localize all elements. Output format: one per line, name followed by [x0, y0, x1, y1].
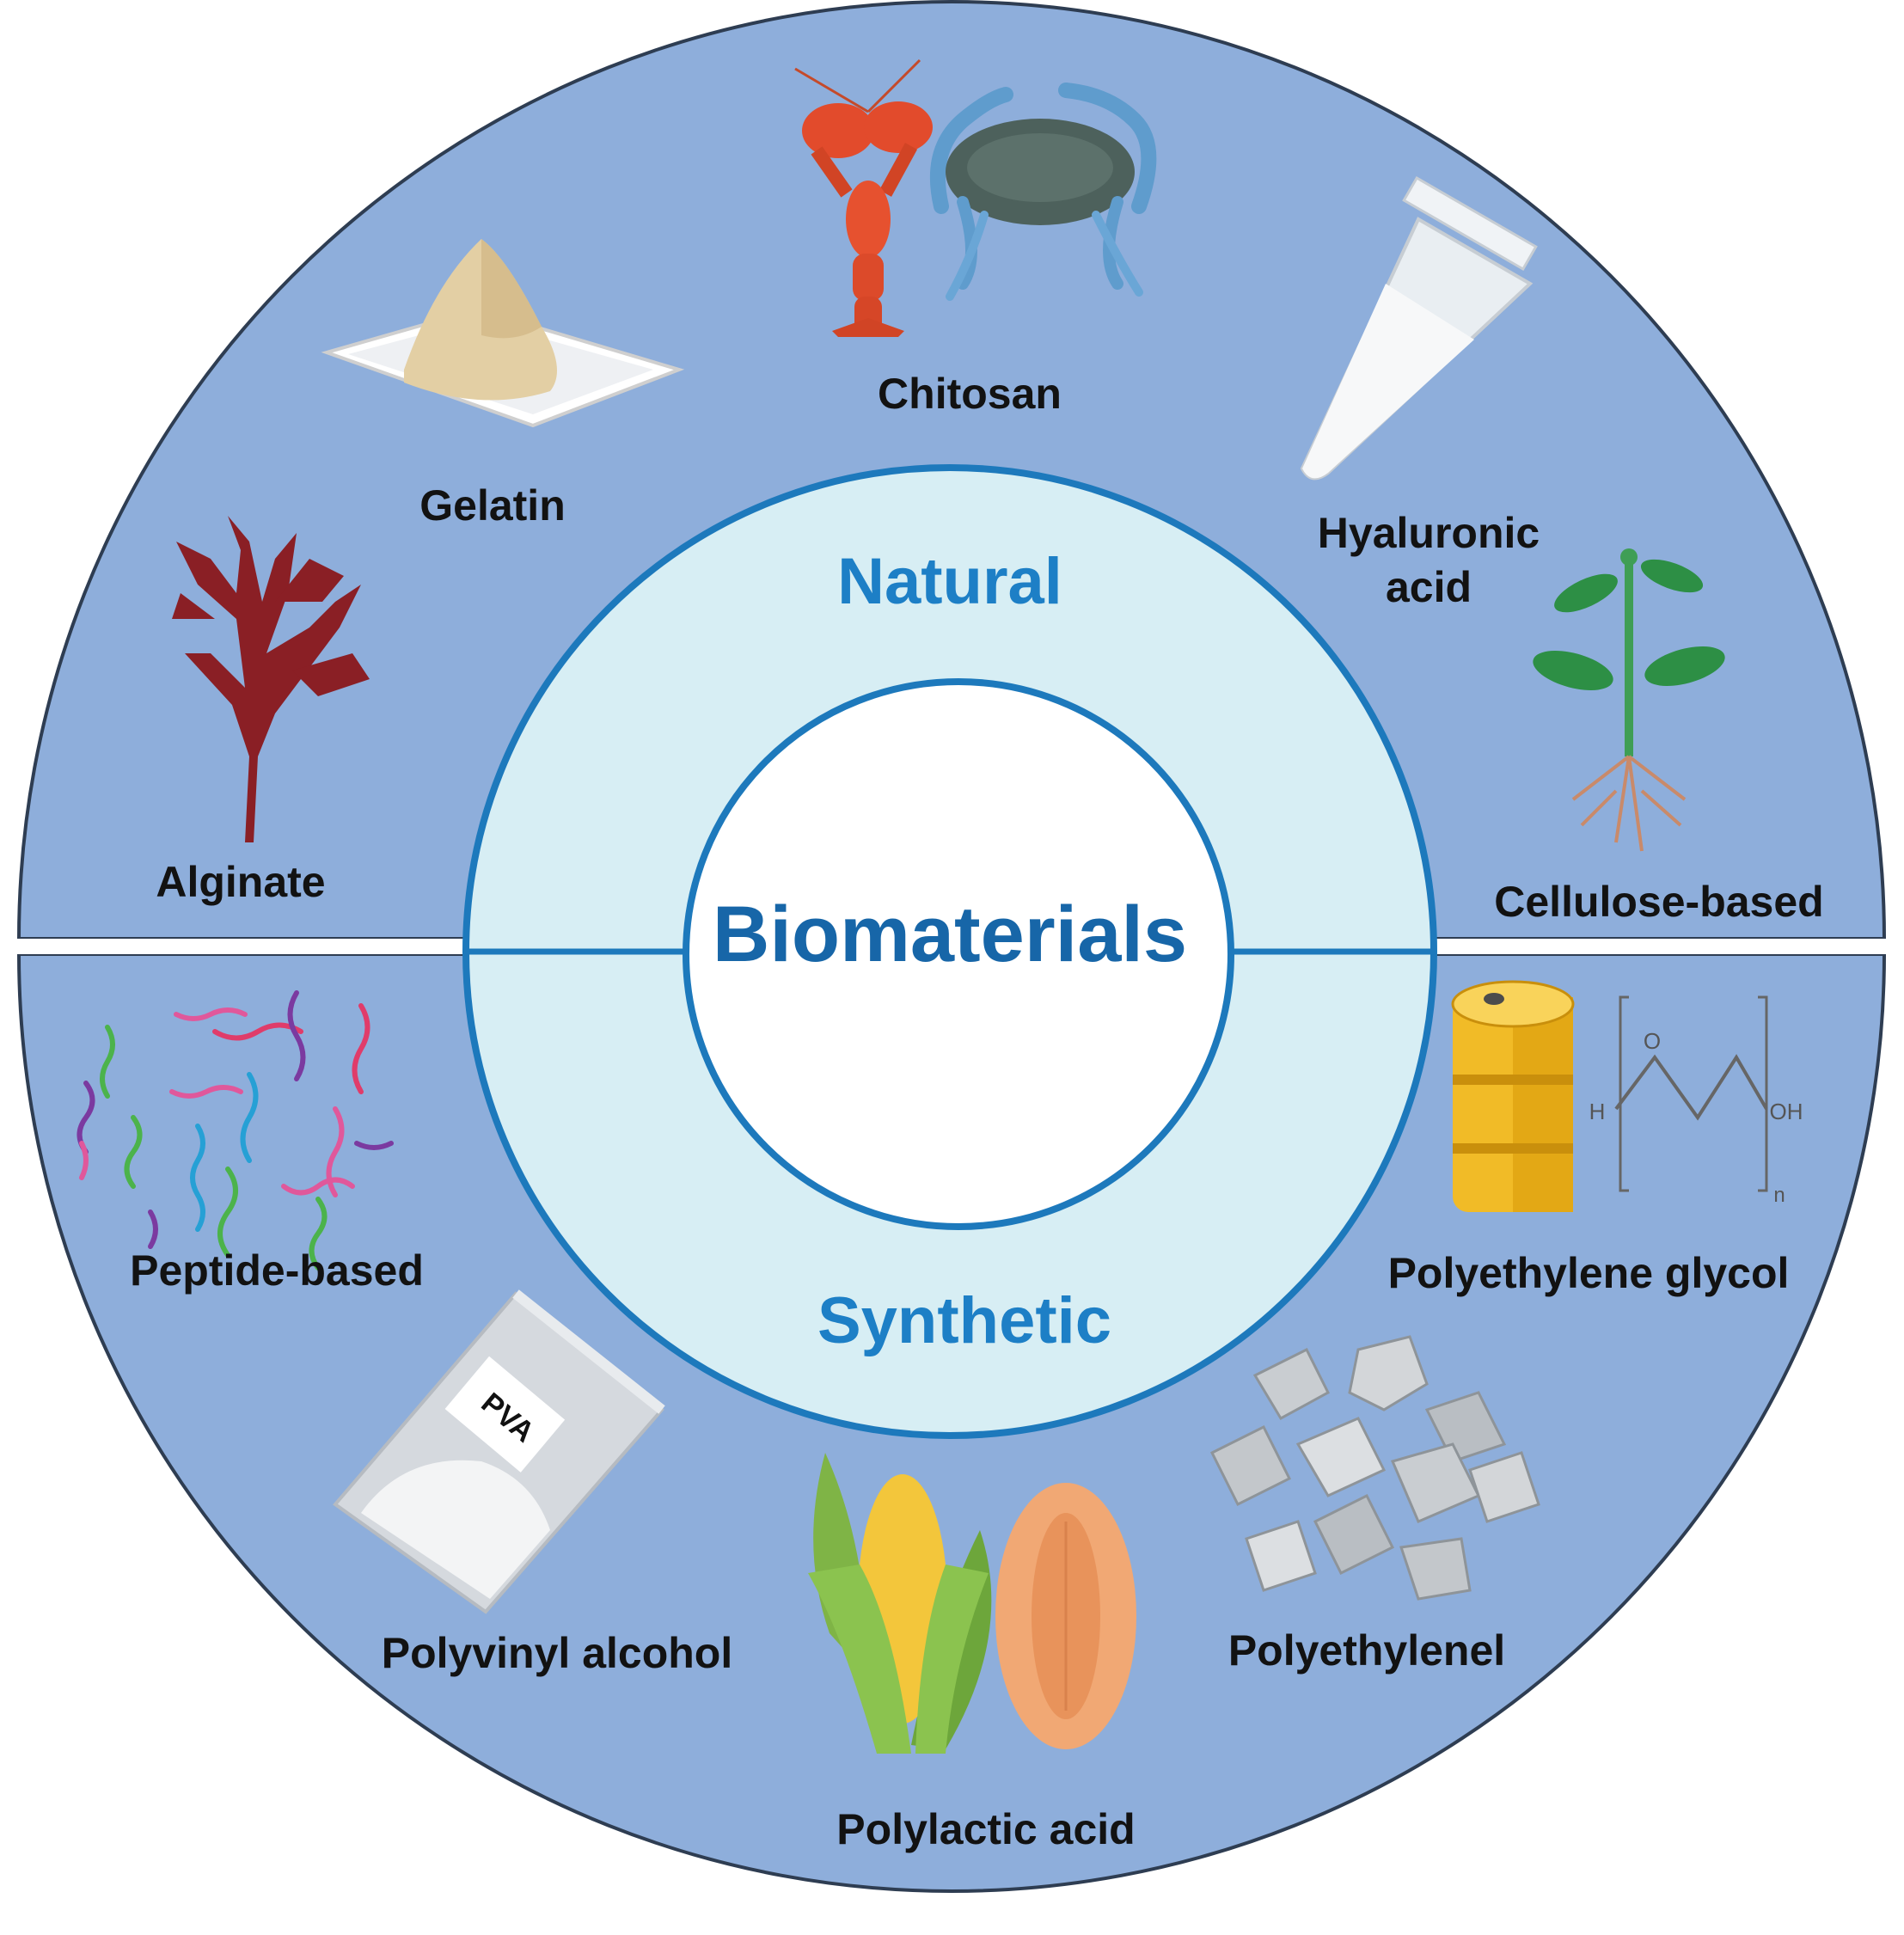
label-pla: Polylactic acid: [836, 1805, 1135, 1853]
chem-o: O: [1644, 1028, 1661, 1054]
label-hyaluronic-line2: acid: [1386, 563, 1472, 611]
chem-n: n: [1773, 1184, 1785, 1207]
peptide-strands-icon: [77, 990, 394, 1271]
barrel-icon: [1451, 980, 1575, 1212]
synthetic-label: Synthetic: [817, 1284, 1111, 1357]
center-title: Biomaterials: [713, 891, 1187, 978]
corn-icon: [808, 1453, 992, 1754]
label-pe: Polyethylenel: [1228, 1626, 1505, 1675]
seed-icon: [995, 1483, 1136, 1749]
chem-oh: OH: [1770, 1099, 1803, 1124]
gelatin-icon: [321, 239, 685, 428]
chem-h: H: [1589, 1099, 1606, 1124]
center-circle: [683, 678, 1234, 1230]
lobster-icon: [794, 58, 933, 337]
label-chitosan: Chitosan: [878, 370, 1062, 418]
label-hyaluronic-line1: Hyaluronic: [1318, 509, 1540, 557]
plant-icon: [1533, 548, 1725, 852]
label-gelatin: Gelatin: [419, 481, 565, 530]
crab-icon: [929, 83, 1157, 301]
label-peg: Polyethylene glycol: [1388, 1249, 1790, 1297]
peg-structure-icon: O H OH n: [1589, 995, 1803, 1207]
pva-bag-icon: PVA: [333, 1289, 665, 1614]
label-alginate: Alginate: [156, 858, 325, 906]
label-pva: Polyvinyl alcohol: [382, 1629, 732, 1677]
tube-icon: [1300, 175, 1538, 481]
label-cellulose: Cellulose-based: [1494, 878, 1823, 926]
crystals-icon: [1209, 1335, 1540, 1601]
label-peptide: Peptide-based: [130, 1246, 424, 1295]
seaweed-icon: [172, 516, 370, 842]
natural-label: Natural: [837, 545, 1062, 618]
